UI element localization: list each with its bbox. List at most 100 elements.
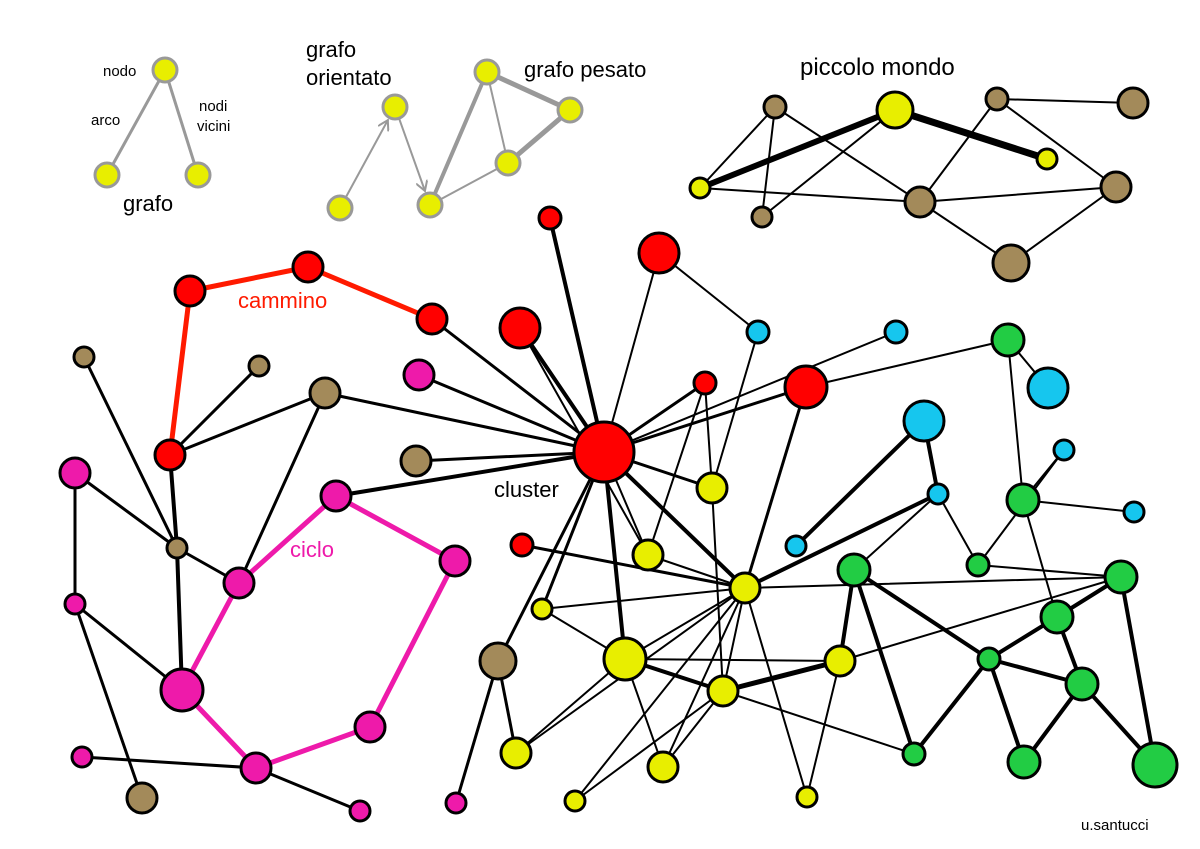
node-y7 xyxy=(706,674,740,708)
edge-s3-s9 xyxy=(996,98,1117,188)
edge-e7-e10 xyxy=(987,657,1026,764)
edge-s8-s9 xyxy=(919,186,1117,203)
node-m11 xyxy=(444,791,468,815)
edge-r4-a10 xyxy=(168,364,261,457)
node-s7 xyxy=(750,205,774,229)
node-e1 xyxy=(990,322,1026,358)
node-a4 xyxy=(402,358,436,392)
node-p1 xyxy=(473,58,501,86)
edge-b3-m6 xyxy=(175,546,184,692)
node-a8 xyxy=(399,444,433,478)
edge-c1-y1 xyxy=(711,331,759,489)
edge-a6-y3 xyxy=(743,385,808,590)
edge-y7-y10 xyxy=(574,690,724,802)
edge-s7-s1 xyxy=(761,109,896,218)
edge-a9-b3 xyxy=(82,355,179,550)
node-m5 xyxy=(63,592,87,616)
node-y5 xyxy=(602,636,648,682)
node-y1 xyxy=(695,471,729,505)
node-e9 xyxy=(901,741,927,767)
edge-m7-m8 xyxy=(253,724,373,771)
node-m10 xyxy=(348,799,372,823)
edge-s9-s10 xyxy=(1010,186,1117,264)
node-e8 xyxy=(1064,666,1100,702)
edge-c6-e4 xyxy=(853,493,939,571)
node-m1 xyxy=(58,456,92,490)
node-e5 xyxy=(1103,559,1139,595)
node-m7 xyxy=(353,710,387,744)
edge-b1-m11 xyxy=(454,659,500,805)
label-grafo-orientato-1: grafo xyxy=(306,37,356,62)
edge-a7-m4 xyxy=(237,391,327,585)
node-c6 xyxy=(926,482,950,506)
edge-s6-s8 xyxy=(699,187,921,203)
label-nodi: nodi xyxy=(199,98,227,115)
edge-e2-e6 xyxy=(1022,499,1058,618)
edge-s2-s7 xyxy=(761,106,776,218)
node-p2 xyxy=(556,96,584,124)
node-r4 xyxy=(153,438,187,472)
node-m6 xyxy=(159,667,205,713)
label-grafo-orientato-2: orientato xyxy=(306,65,392,90)
edge-p2-p3 xyxy=(505,107,573,166)
node-a7 xyxy=(308,376,342,410)
node-e6 xyxy=(1039,599,1075,635)
edge-o2-o1 xyxy=(339,120,388,209)
node-y9 xyxy=(646,750,680,784)
node-y4 xyxy=(530,597,554,621)
label-grafo: grafo xyxy=(123,191,173,216)
label-piccolo-mondo: piccolo mondo xyxy=(800,54,955,81)
node-hub xyxy=(572,420,636,484)
node-s5 xyxy=(1035,147,1059,171)
node-s1 xyxy=(875,90,915,130)
node-e3 xyxy=(965,552,991,578)
edge-hub-a6 xyxy=(602,385,808,454)
node-c8 xyxy=(784,534,808,558)
node-a3 xyxy=(498,306,542,350)
edge-hub-y5 xyxy=(602,450,627,661)
edge-y1-y7 xyxy=(711,487,724,692)
node-s6 xyxy=(688,176,712,200)
edge-g1-g3 xyxy=(163,68,200,177)
node-r2 xyxy=(291,250,325,284)
edge-c7-e2 xyxy=(1022,499,1135,513)
node-c1 xyxy=(745,319,771,345)
node-s2 xyxy=(762,94,788,120)
edge-hub-c2 xyxy=(603,331,897,453)
node-e2 xyxy=(1005,482,1041,518)
label-ciclo: ciclo xyxy=(290,537,334,562)
edge-m8-m10 xyxy=(254,766,362,813)
edge-e4-e9 xyxy=(852,568,916,756)
edge-y3-y11 xyxy=(744,587,808,798)
edge-hub-a7 xyxy=(323,391,606,454)
edge-y3-e5 xyxy=(744,576,1122,589)
node-a11 xyxy=(509,532,535,558)
edge-a6-e1 xyxy=(805,339,1009,388)
edge-o3-p1 xyxy=(428,70,489,207)
edge-p1-p3 xyxy=(486,71,509,164)
edges-layer xyxy=(73,68,1157,813)
edge-s6-s1 xyxy=(697,107,898,191)
edge-m4-m2 xyxy=(236,493,339,586)
edge-y3-y10 xyxy=(574,587,746,802)
node-a2 xyxy=(637,231,681,275)
nodes-layer xyxy=(58,56,1179,823)
node-e4 xyxy=(836,552,872,588)
node-s4 xyxy=(1116,86,1150,120)
node-m2 xyxy=(319,479,353,513)
edge-r1-r4 xyxy=(167,288,193,458)
node-r3 xyxy=(415,302,449,336)
edge-a5-y1 xyxy=(704,382,713,489)
edge-e4-e7 xyxy=(852,568,991,661)
node-c3 xyxy=(1026,366,1070,410)
edge-y3-y4 xyxy=(541,587,746,610)
edge-y5-y6 xyxy=(624,658,841,662)
edge-m2-m3 xyxy=(333,493,458,564)
node-c2 xyxy=(883,319,909,345)
node-m4 xyxy=(222,566,256,600)
edge-y2-y3 xyxy=(647,554,746,589)
node-m9 xyxy=(70,745,94,769)
label-nodo: nodo xyxy=(103,63,136,80)
edge-r2-r3 xyxy=(305,264,435,322)
